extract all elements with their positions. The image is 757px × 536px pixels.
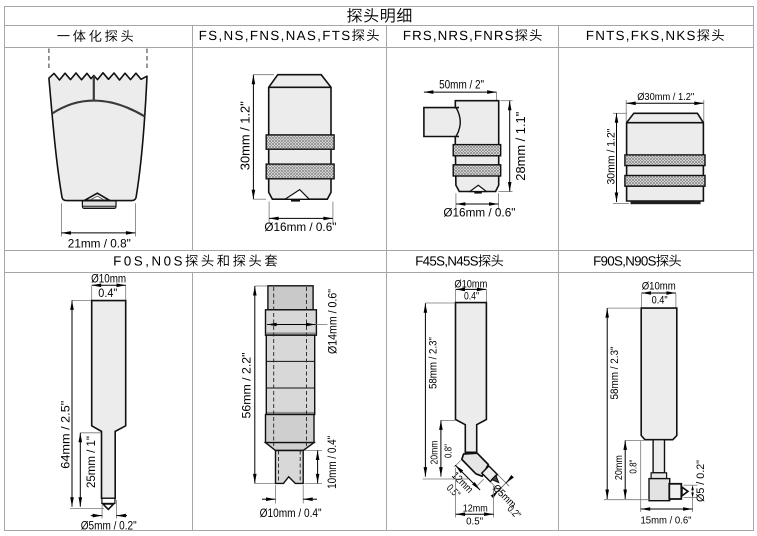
svg-text:15mm / 0.6": 15mm / 0.6" [641,515,692,527]
svg-text:58mm / 2.3": 58mm / 2.3" [609,346,621,399]
svg-text:Ø10mm: Ø10mm [642,281,676,293]
svg-text:Ø10mm: Ø10mm [91,271,126,285]
svg-text:Ø5mm / 0.2": Ø5mm / 0.2" [81,519,137,533]
svg-text:Ø16mm / 0.6": Ø16mm / 0.6" [264,220,336,234]
svg-text:Ø10mm: Ø10mm [454,279,487,291]
svg-text:58mm / 2.3": 58mm / 2.3" [428,337,440,389]
svg-text:30mm / 1.2": 30mm / 1.2" [237,101,252,170]
svg-text:20mm: 20mm [613,455,625,480]
svg-text:0.8": 0.8" [627,459,639,473]
svg-text:12mm: 12mm [463,503,488,514]
svg-text:Ø10mm / 0.4": Ø10mm / 0.4" [260,506,322,520]
svg-text:21mm / 0.8": 21mm / 0.8" [68,237,131,251]
svg-text:50mm / 2": 50mm / 2" [439,77,484,91]
svg-text:0.4": 0.4" [652,294,668,306]
svg-text:20mm: 20mm [429,440,441,464]
svg-text:30mm / 1.2": 30mm / 1.2" [605,128,617,184]
svg-text:0.4": 0.4" [98,286,117,300]
svg-text:25mm / 1": 25mm / 1" [84,436,98,488]
svg-text:Ø16mm / 0.6": Ø16mm / 0.6" [443,206,515,220]
svg-text:0.5": 0.5" [466,517,483,528]
svg-text:Ø30mm / 1.2": Ø30mm / 1.2" [637,91,694,103]
svg-text:28mm / 1.1": 28mm / 1.1" [513,111,528,180]
svg-text:64mm / 2.5": 64mm / 2.5" [58,401,72,469]
svg-text:10mm / 0.4": 10mm / 0.4" [325,436,339,489]
svg-text:Ø5 / 0.2": Ø5 / 0.2" [695,460,707,502]
svg-text:56mm / 2.2": 56mm / 2.2" [239,353,253,419]
svg-text:0.8": 0.8" [443,444,455,458]
svg-text:0.4": 0.4" [464,290,479,302]
svg-text:Ø14mm / 0.6": Ø14mm / 0.6" [326,289,340,354]
